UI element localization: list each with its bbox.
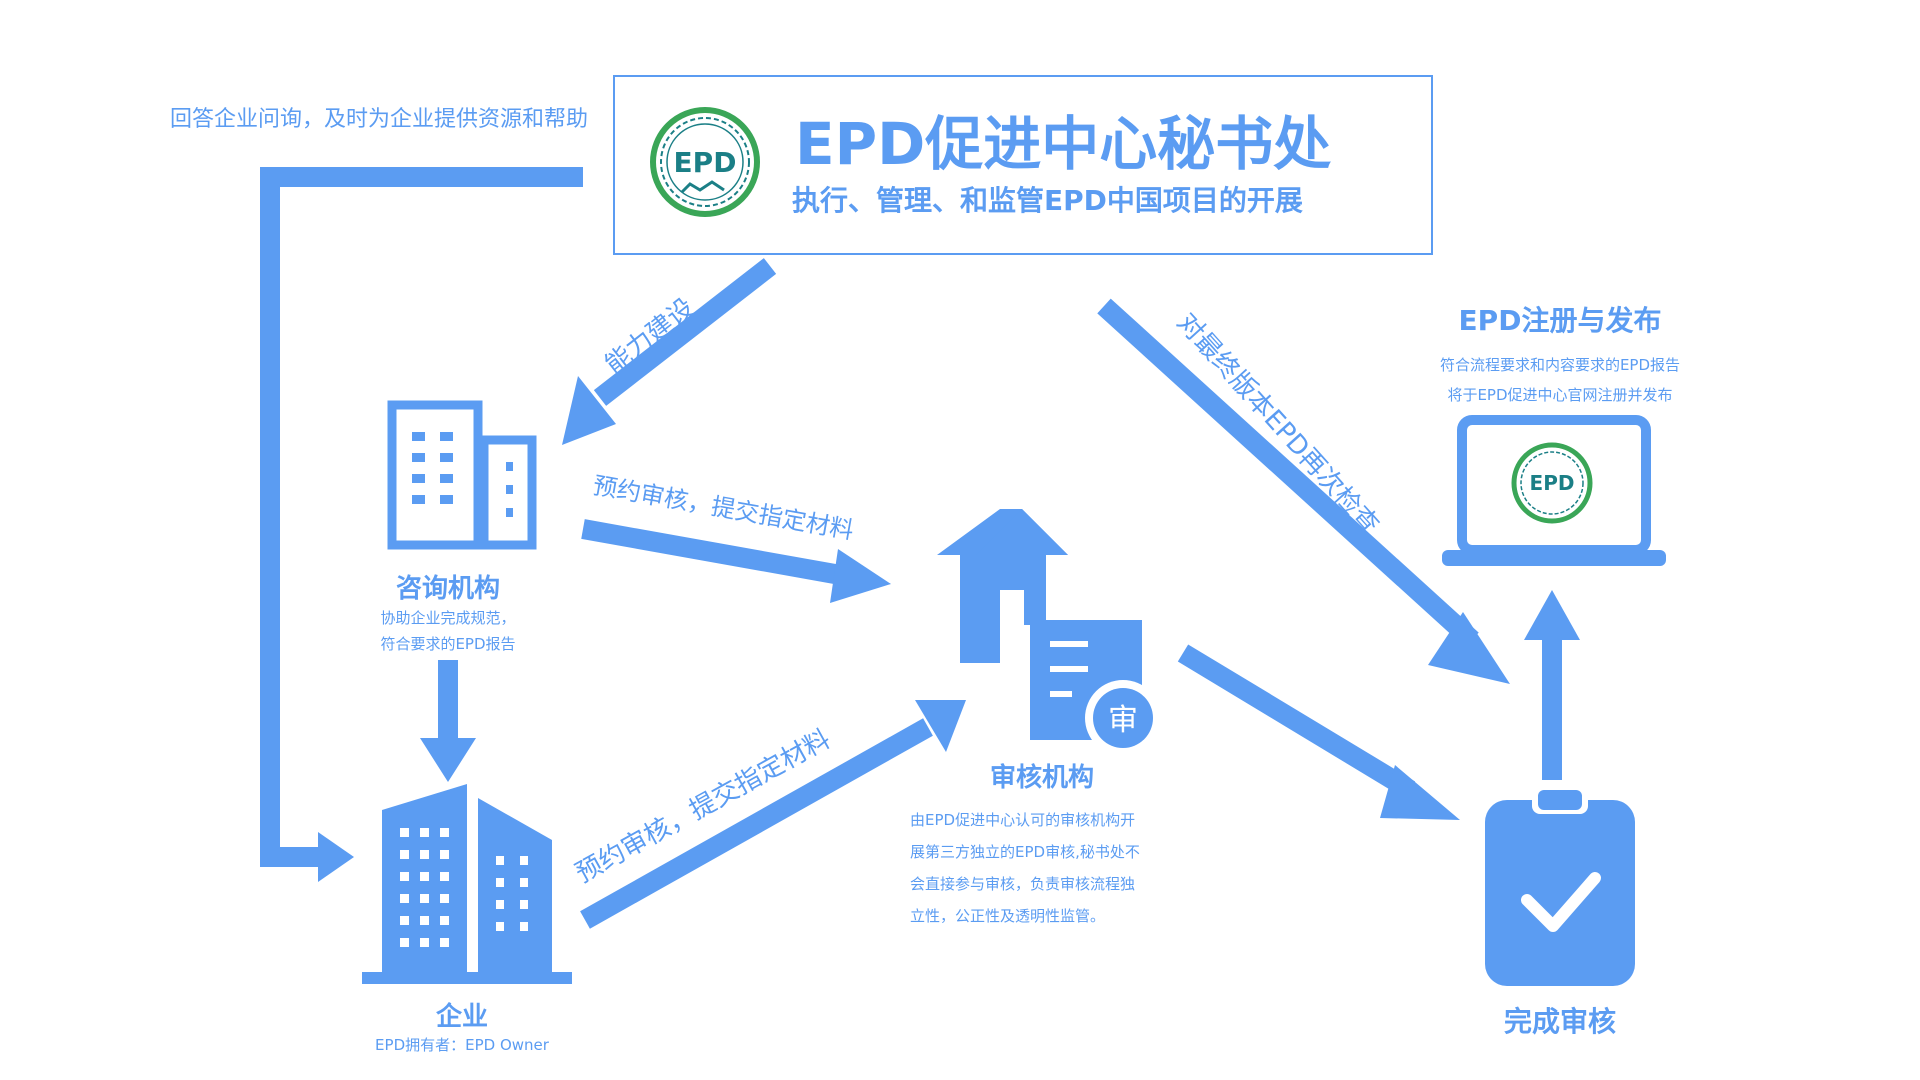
enterprise-title: 企业	[436, 1001, 488, 1032]
consultancy-desc-line1: 协助企业完成规范，	[380, 609, 515, 627]
registration-desc-line1: 符合流程要求和内容要求的EPD报告	[1440, 356, 1680, 374]
registration-title: EPD注册与发布	[1459, 304, 1662, 337]
capacity-building-arrow	[562, 258, 777, 445]
secretariat-subtitle: 执行、管理、和监管EPD中国项目的开展	[792, 184, 1303, 217]
registration-logo-text: EPD	[1530, 471, 1575, 495]
epd-logo-icon: EPD	[650, 107, 760, 217]
clipboard-check-icon	[1485, 786, 1635, 986]
consultancy-book-audit-arrow	[581, 519, 891, 603]
verification-desc-line1: 由EPD促进中心认可的审核机构开	[910, 811, 1135, 829]
registration-epd-logo-icon: EPD	[1511, 442, 1593, 524]
verification-desc-line4: 立性，公正性及透明性监管。	[910, 907, 1105, 925]
answer-inquiries-arrow	[260, 167, 583, 882]
consultancy-to-enterprise-arrow	[420, 660, 476, 782]
consultancy-desc-line2: 符合要求的EPD报告	[380, 635, 515, 653]
verification-desc-line2: 展第三方独立的EPD审核,秘书处不	[910, 843, 1140, 861]
secretariat-title: EPD促进中心秘书处	[795, 110, 1331, 178]
answer-inquiries-label: 回答企业问询，及时为企业提供资源和帮助	[170, 107, 588, 132]
verification-badge: 审	[1108, 703, 1138, 738]
enterprise-building-icon	[362, 784, 572, 984]
final-recheck-arrow	[1097, 298, 1510, 684]
consultancy-title: 咨询机构	[396, 573, 500, 604]
consultancy-building-icon	[387, 400, 537, 550]
enterprise-book-audit-arrow	[580, 700, 966, 929]
verification-to-completion-arrow	[1177, 644, 1460, 820]
verification-desc-line3: 会直接参与审核，负责审核流程独	[910, 875, 1135, 893]
logo-text: EPD	[674, 146, 737, 179]
verification-body-icon: 审	[937, 509, 1161, 756]
completion-to-registration-arrow	[1524, 590, 1580, 780]
enterprise-desc: EPD拥有者：EPD Owner	[375, 1036, 550, 1054]
registration-desc-line2: 将于EPD促进中心官网注册并发布	[1447, 386, 1672, 404]
verification-body-title: 审核机构	[990, 762, 1094, 793]
laptop-icon	[1442, 415, 1666, 566]
final-recheck-label: 对最终版本EPD再次检查	[1171, 308, 1385, 541]
completion-title: 完成审核	[1504, 1005, 1616, 1038]
